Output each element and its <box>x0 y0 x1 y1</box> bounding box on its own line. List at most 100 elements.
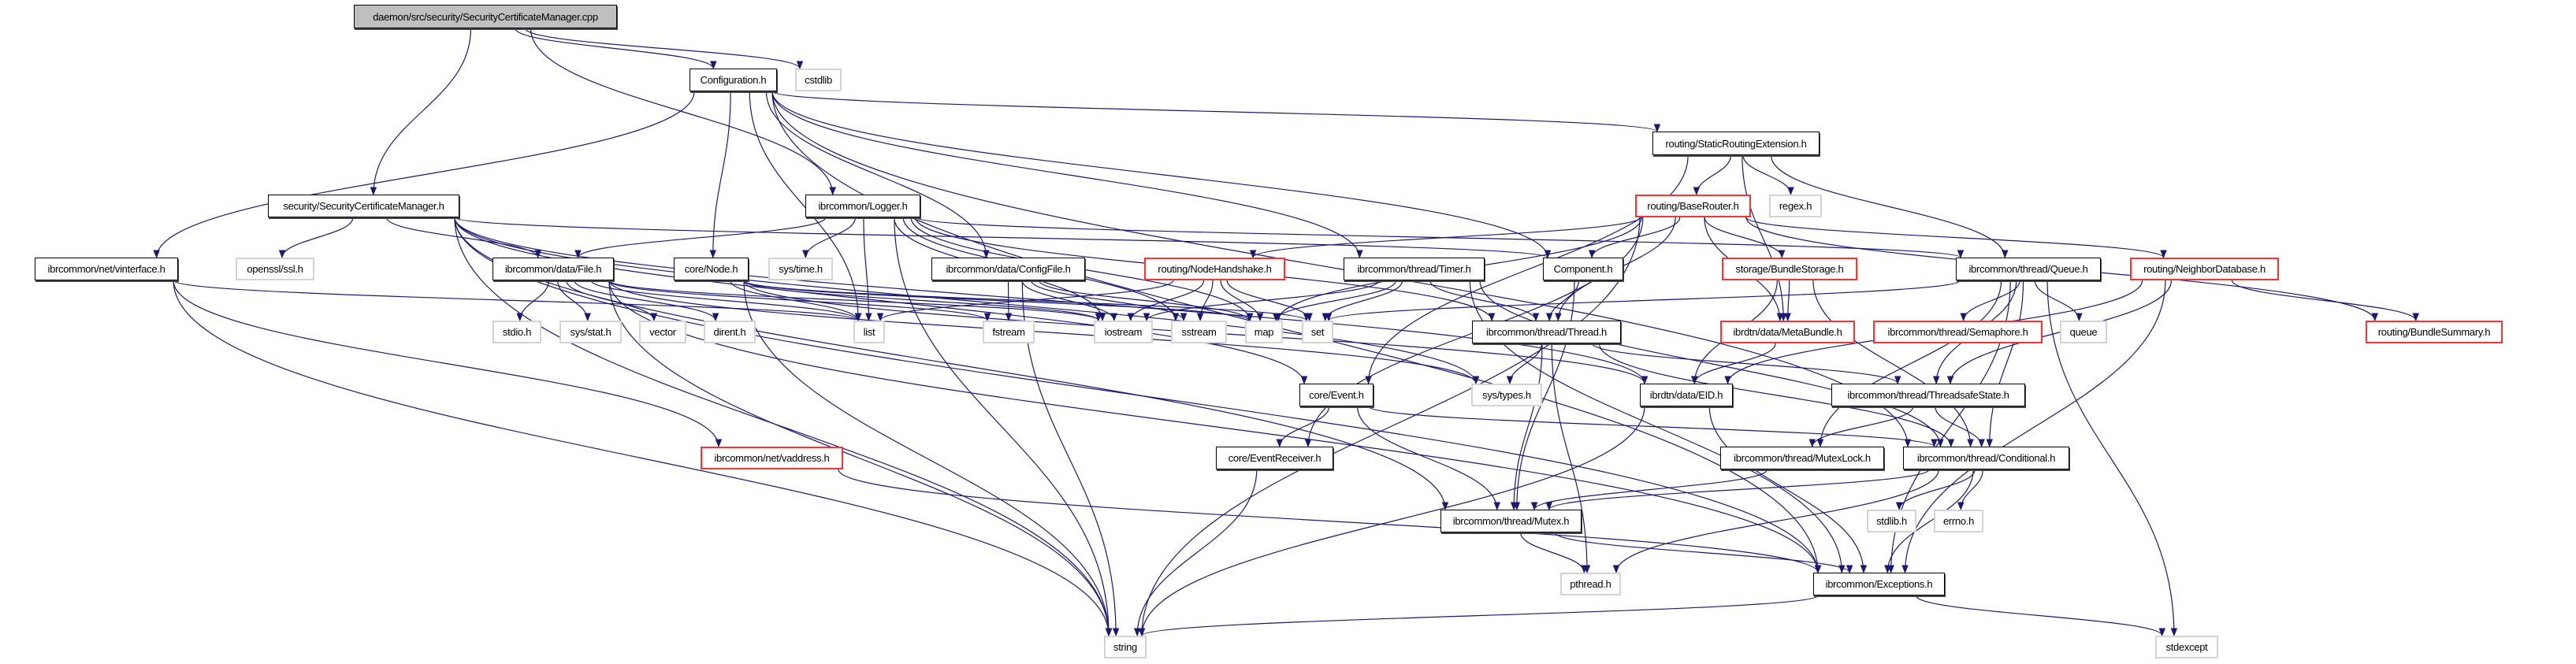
node-string: string <box>1104 636 1147 658</box>
edge-baserouter-to-bundlestorage <box>1704 217 1786 259</box>
node-stdlib: stdlib.h <box>1867 510 1916 532</box>
edge-neighbordb-to-exceptions <box>1901 280 2166 574</box>
edge-conditional-to-mutex <box>1545 469 1930 511</box>
node-neighbordb[interactable]: routing/NeighborDatabase.h <box>2130 258 2279 280</box>
node-sre[interactable]: routing/StaticRoutingExtension.h <box>1652 132 1820 155</box>
edge-cfg-to-component <box>771 91 1552 259</box>
edge-scm-to-event <box>454 217 1308 385</box>
edge-tss-to-mutexlock <box>1808 406 1914 448</box>
edge-vaddress-to-exceptions <box>838 469 1822 574</box>
edge-eid-to-exceptions <box>1708 406 1868 574</box>
edge-baserouter-to-component <box>1588 217 1681 259</box>
node-vector: vector <box>639 321 686 343</box>
node-errno: errno.h <box>1934 510 1983 532</box>
node-thread[interactable]: ibrcommon/thread/Thread.h <box>1472 321 1621 343</box>
edge-thread-to-conditional <box>1598 343 1955 448</box>
node-metabundle[interactable]: ibrdtn/data/MetaBundle.h <box>1720 321 1855 343</box>
node-eventreceiver[interactable]: core/EventReceiver.h <box>1216 447 1333 469</box>
edge-cfg-to-sre <box>771 91 1660 133</box>
node-iostream: iostream <box>1094 321 1153 343</box>
node-sstream: sstream <box>1171 321 1227 343</box>
node-node[interactable]: core/Node.h <box>674 258 749 280</box>
node-bundlestorage[interactable]: storage/BundleStorage.h <box>1722 258 1857 280</box>
node-vaddress[interactable]: ibrcommon/net/vaddress.h <box>701 447 843 469</box>
edge-nodehandshake-to-map <box>1220 280 1264 322</box>
edge-thread-to-systypes <box>1506 343 1543 385</box>
node-conditional[interactable]: ibrcommon/thread/Conditional.h <box>1903 447 2069 469</box>
edge-conditional-to-exceptions <box>1884 469 1974 574</box>
node-event[interactable]: core/Event.h <box>1299 384 1373 406</box>
edge-timer-to-map <box>1272 280 1397 322</box>
node-mutexlock[interactable]: ibrcommon/thread/MutexLock.h <box>1720 447 1884 469</box>
node-map: map <box>1245 321 1283 343</box>
node-eid[interactable]: ibrdtn/data/EID.h <box>1640 384 1733 406</box>
edge-mutex-to-pthread <box>1520 532 1588 574</box>
edge-conditional-to-errno <box>1957 469 1983 511</box>
edge-queue-to-queuestd <box>2034 280 2083 322</box>
edge-timer-to-thread <box>1429 280 1540 322</box>
edge-vinterface-to-vaddress <box>173 280 723 448</box>
node-exceptions[interactable]: ibrcommon/Exceptions.h <box>1813 573 1945 595</box>
edge-event-to-mutex <box>1356 406 1501 511</box>
node-mutex[interactable]: ibrcommon/thread/Mutex.h <box>1440 510 1582 532</box>
node-timer[interactable]: ibrcommon/thread/Timer.h <box>1344 258 1485 280</box>
node-queuestd: queue <box>2060 321 2107 343</box>
node-cfg[interactable]: Configuration.h <box>690 69 777 91</box>
edge-cfg-to-exceptions <box>771 91 1822 574</box>
edge-neighbordb-to-bundlesummary <box>2231 280 2419 322</box>
node-sysstat: sys/stat.h <box>559 321 622 343</box>
edge-node-to-iostream <box>743 280 1102 322</box>
edge-file-to-fstream <box>607 280 991 322</box>
node-bundlesummary[interactable]: routing/BundleSummary.h <box>2366 321 2503 343</box>
edge-scm-to-ssl <box>278 217 354 259</box>
node-configfile[interactable]: ibrcommon/data/ConfigFile.h <box>931 258 1085 280</box>
node-cstdlib: cstdlib <box>795 69 842 91</box>
edge-nodehandshake-to-sstream <box>1196 280 1214 322</box>
edge-node-to-string <box>743 280 1113 637</box>
edge-queue-to-conditional <box>1986 280 2024 448</box>
edge-component-to-thread <box>1545 280 1580 322</box>
edge-mutexlock-to-mutex <box>1530 469 1768 511</box>
edge-conditional-to-stdlib <box>1895 469 1976 511</box>
edge-queue-to-mutexlock <box>1816 280 2002 448</box>
node-nodehandshake[interactable]: routing/NodeHandshake.h <box>1144 258 1285 280</box>
node-regex: regex.h <box>1769 195 1822 217</box>
edge-file-to-iostream <box>608 280 1102 322</box>
node-file[interactable]: ibrcommon/data/File.h <box>493 258 614 280</box>
node-systypes: sys/types.h <box>1471 384 1542 406</box>
edge-queue-to-semaphore <box>1960 280 2020 322</box>
edge-cpp-to-cstdlib <box>525 28 804 70</box>
edge-baserouter-to-string <box>1138 217 1641 637</box>
edge-metabundle-to-eid <box>1691 343 1776 385</box>
node-semaphore[interactable]: ibrcommon/thread/Semaphore.h <box>1873 321 2043 343</box>
edge-node-to-list <box>729 280 862 322</box>
node-list: list <box>853 321 885 343</box>
edge-file-to-dirent <box>574 280 719 322</box>
edge-sre-to-queue <box>1770 154 2009 259</box>
node-tss[interactable]: ibrcommon/thread/ThreadsafeState.h <box>1831 384 2025 406</box>
node-vinterface[interactable]: ibrcommon/net/vinterface.h <box>35 258 178 280</box>
edge-timer-to-conditional <box>1479 280 1944 448</box>
node-queue[interactable]: ibrcommon/thread/Queue.h <box>1956 258 2101 280</box>
node-component[interactable]: Component.h <box>1543 258 1623 280</box>
edge-sre-to-regex <box>1742 154 1794 196</box>
edge-cfg-to-conditional <box>771 91 1912 448</box>
edge-eid-to-string <box>1138 406 1645 637</box>
edge-event-to-eventreceiver <box>1276 406 1330 448</box>
edge-exceptions-to-string <box>1139 595 1819 637</box>
edge-logger-to-file <box>574 217 827 259</box>
edge-queue-to-stdexcept <box>2046 280 2178 637</box>
node-set: set <box>1302 321 1333 343</box>
node-fstream: fstream <box>983 321 1035 343</box>
edge-cpp-to-cfg <box>515 28 717 70</box>
edge-cfg-to-vinterface <box>153 91 695 259</box>
edge-cfg-to-configfile <box>765 91 990 259</box>
node-scm[interactable]: security/SecurityCertificateManager.h <box>268 195 459 217</box>
node-baserouter[interactable]: routing/BaseRouter.h <box>1635 195 1751 217</box>
edge-conditional-to-pthread <box>1612 469 1939 574</box>
edge-file-to-list <box>590 280 862 322</box>
edge-queue-to-set <box>1325 280 1961 322</box>
node-logger[interactable]: ibrcommon/Logger.h <box>805 195 920 217</box>
